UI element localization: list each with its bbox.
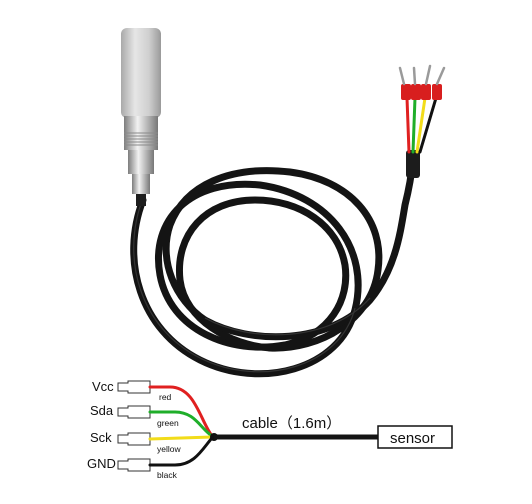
terminal-icon xyxy=(117,458,151,472)
wire-yellow xyxy=(148,435,214,441)
sensor-box-label: sensor xyxy=(390,430,435,447)
probe-filter-cap xyxy=(121,28,161,118)
wire-color-label-black: black xyxy=(157,470,178,480)
wire-red xyxy=(148,385,214,438)
pin-label-sck: Sck xyxy=(90,430,112,445)
wiring-schematic: Vcc Sda Sck GND red green yellow black c… xyxy=(87,379,453,480)
terminal-icon xyxy=(117,380,151,394)
wire-black xyxy=(148,436,214,467)
cable-length-label: cable（1.6m） xyxy=(242,415,341,432)
wire-color-label-green: green xyxy=(157,418,179,428)
wire-ferrules xyxy=(398,64,446,100)
pin-label-vcc: Vcc xyxy=(92,379,114,394)
terminal-icon xyxy=(117,405,151,419)
probe-connector xyxy=(124,130,158,206)
sensor-probe xyxy=(121,28,161,206)
pin-terminals xyxy=(117,380,151,472)
coiled-cable xyxy=(130,156,417,378)
wire-green xyxy=(148,410,214,438)
sensor-product-illustration xyxy=(121,28,446,378)
wire-color-label-red: red xyxy=(159,392,172,402)
cable-sleeve xyxy=(406,150,420,178)
pin-label-sda: Sda xyxy=(90,403,114,418)
schematic-wires xyxy=(148,385,214,467)
sensor-box xyxy=(377,425,453,449)
terminal-icon xyxy=(117,432,151,446)
lead-wires xyxy=(405,96,438,154)
wire-color-label-yellow: yellow xyxy=(157,444,181,454)
pin-label-gnd: GND xyxy=(87,456,116,471)
